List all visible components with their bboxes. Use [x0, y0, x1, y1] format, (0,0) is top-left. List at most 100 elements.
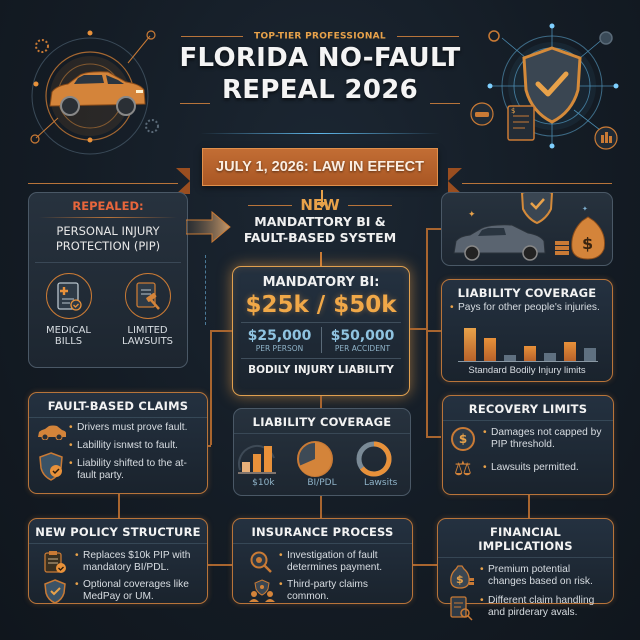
recovery-bullet-1: Damages not capped by PIP threshold. [483, 427, 607, 451]
dotted-connector [205, 255, 206, 325]
connector-center-down [320, 396, 322, 408]
header-kicker: TOP-TIER PROFESSIONAL [254, 31, 386, 42]
car-moneybag-icon: $ ✦ ✦ [453, 193, 605, 261]
financial-bullet-1: Premium potential changes based on risk. [480, 564, 607, 588]
connector-left-bi [210, 330, 232, 332]
down-arrow-head [317, 202, 327, 208]
connector-bottom-left [207, 564, 232, 566]
header-kicker-row: TOP-TIER PROFESSIONAL [0, 26, 640, 45]
fault-bullet-2: Labillity isnмst to fault. [69, 440, 201, 452]
recovery-bullet-2: Lawsuits permitted. [483, 462, 607, 474]
pie-chart-icon [296, 441, 333, 477]
banner-text: JULY 1, 2026: LAW IN EFFECT [216, 159, 424, 175]
shield-check-icon [39, 452, 63, 481]
connector-right-mid [426, 330, 441, 332]
mandatory-bi-label: MANDATORY BI: [262, 275, 380, 290]
connector-fault-to-policy [118, 494, 120, 518]
policy-bullet-2: Optional coverages like MedPay or UM. [75, 579, 201, 603]
connector-right-top [426, 228, 441, 230]
date-banner: JULY 1, 2026: LAW IN EFFECT [202, 148, 438, 186]
car-money-illustration-card: $ ✦ ✦ [441, 192, 613, 266]
mandatory-bi-amount: $25k / $50k [245, 292, 397, 318]
svg-text:$: $ [582, 234, 593, 253]
recovery-limits-card: RECOVERY LIMITS $ Damages not capped by … [442, 395, 614, 495]
per-person-label: PER PERSON [255, 343, 304, 353]
document-search-icon [450, 596, 473, 621]
process-title: INSURANCE PROCESS [233, 519, 412, 544]
title-divider-right [430, 103, 460, 104]
repealed-item-medical-bills: MEDICAL BILLS [34, 273, 104, 347]
repealed-title: PERSONAL INJURY PROTECTION (PIP) [55, 224, 161, 253]
magnifier-icon [250, 551, 272, 573]
process-bullet-1: Investigation of fault determines paymen… [279, 550, 406, 574]
connector-right-1 [410, 328, 426, 330]
fault-based-claims-card: FAULT-BASED CLAIMS Drivers must prove fa… [28, 392, 208, 494]
financial-implications-card: FINANCIAL IMPLICATIONS $ Premium potenti… [437, 518, 614, 621]
liability-right-bullet: Pays for other people's injuries. [450, 302, 604, 314]
liability-item-10k: $10k [236, 440, 290, 488]
title-line-2: REPEAL 2026 [221, 75, 418, 105]
connector-left-vertical [210, 330, 212, 445]
policy-bullet-1: Replaces $10k PIP with mandatory BI/PDL. [75, 550, 201, 574]
page-title: FLORIDA NO-FAULT REPEAL 2026 [150, 42, 490, 106]
liability-right-caption: Standard Bodily Injury limits [468, 365, 586, 376]
svg-text:$: $ [456, 573, 464, 586]
fault-claims-title: FAULT-BASED CLAIMS [29, 393, 207, 418]
connector-bottom-right [413, 564, 437, 566]
title-divider-left [180, 103, 210, 104]
svg-text:✦: ✦ [582, 205, 588, 213]
dollar-coin-icon: $ [451, 427, 475, 451]
fault-bullet-1: Drivers must prove fault. [69, 422, 201, 434]
liability-center-title: LIABILITY COVERAGE [234, 409, 410, 434]
ribbon-tail-right [448, 168, 462, 194]
connector-right-low [426, 436, 441, 438]
per-accident-label: PER ACCIDENT [334, 343, 391, 353]
recovery-title: RECOVERY LIMITS [443, 396, 613, 421]
medical-document-icon [45, 273, 92, 319]
repealed-label: REPEALED: [72, 199, 144, 213]
money-bag-icon: $ [450, 565, 474, 589]
clipboard-check-icon [44, 551, 66, 573]
new-kicker: NEW [300, 196, 340, 214]
per-accident-value: $50,000 [330, 327, 395, 344]
donut-chart-icon [356, 441, 392, 477]
car-icon [38, 425, 66, 440]
liability-coverage-chart-card: LIABILITY COVERAGE Pays for other people… [441, 279, 613, 382]
liability-coverage-icons-card: LIABILITY COVERAGE $10k BI/PDL Lawsits [233, 408, 411, 496]
policy-title: NEW POLICY STRUCTURE [29, 519, 207, 544]
svg-text:$: $ [511, 107, 515, 115]
header-rule-right [462, 183, 612, 184]
bar-chart-icon [238, 445, 277, 474]
connector-recovery-to-financial [528, 494, 530, 518]
ribbon-tail-left [176, 168, 190, 194]
fault-bullet-3: Liability shifted to the at-fault party. [69, 458, 201, 482]
liability-item-bi-pdl: BI/PDL [295, 440, 349, 488]
title-line-1: FLORIDA NO-FAULT [179, 43, 461, 73]
repealed-pip-panel: REPEALED: PERSONAL INJURY PROTECTION (PI… [28, 192, 188, 368]
connector-center-down-2 [320, 496, 322, 518]
down-arrow [321, 190, 323, 204]
financial-bullet-2: Different claim handling and pirderary a… [480, 595, 607, 619]
transition-arrow [186, 210, 232, 244]
process-bullet-2: Third-party claims common. [279, 579, 406, 603]
liability-item-lawsuits: Lawsits [354, 440, 408, 488]
new-policy-structure-card: NEW POLICY STRUCTURE Replaces $10k PIP w… [28, 518, 208, 604]
shield-check-icon [44, 579, 66, 604]
connector-new-to-bi [320, 252, 322, 268]
connector-right-vertical [426, 228, 428, 436]
new-system-heading: NEW MANDATTORY BI & FAULT-BASED SYSTEM [243, 196, 397, 245]
insurance-process-card: INSURANCE PROCESS Investigation of fault… [232, 518, 413, 604]
car-illustration [28, 18, 168, 158]
people-shield-icon [249, 579, 275, 602]
per-person-value: $25,000 [247, 327, 312, 344]
liability-right-title: LIABILITY COVERAGE [457, 286, 597, 300]
mandatory-bi-card: MANDATORY BI: $25k / $50k $25,000 PER PE… [232, 266, 410, 396]
bodily-injury-footer: BODILY INJURY LIABILITY [248, 364, 394, 376]
title-glow-line [200, 133, 440, 134]
gavel-document-icon [124, 273, 171, 319]
scales-icon: ⚖ [454, 456, 472, 480]
shield-network-illustration: $ [462, 18, 630, 168]
header-rule-left [28, 183, 178, 184]
bar-chart-icon [458, 328, 598, 362]
svg-text:✦: ✦ [468, 210, 476, 220]
